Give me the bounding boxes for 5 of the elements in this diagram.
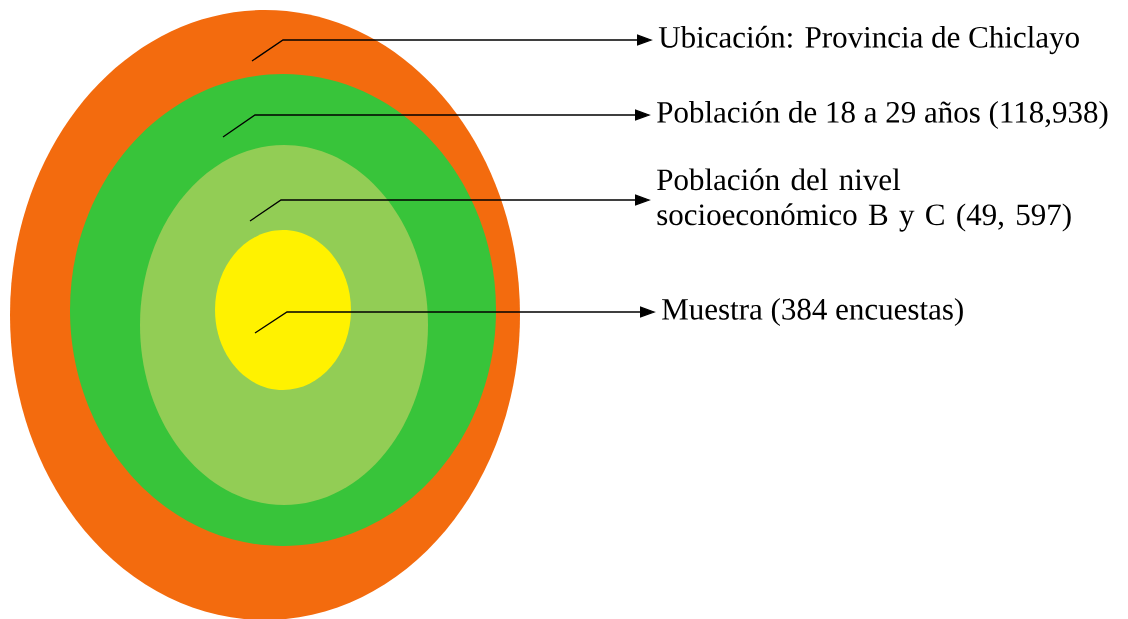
label-text: Población del nivel socioeconómico B y C (49, 597) bbox=[657, 168, 1071, 232]
label-text: Población de 18 a 29 años (118,938) bbox=[657, 100, 1108, 130]
label-text: Muestra (384 encuestas) bbox=[662, 297, 963, 327]
label-text: Ubicación: Provincia de Chiclayo bbox=[658, 25, 1079, 55]
ellipse bbox=[215, 230, 351, 390]
